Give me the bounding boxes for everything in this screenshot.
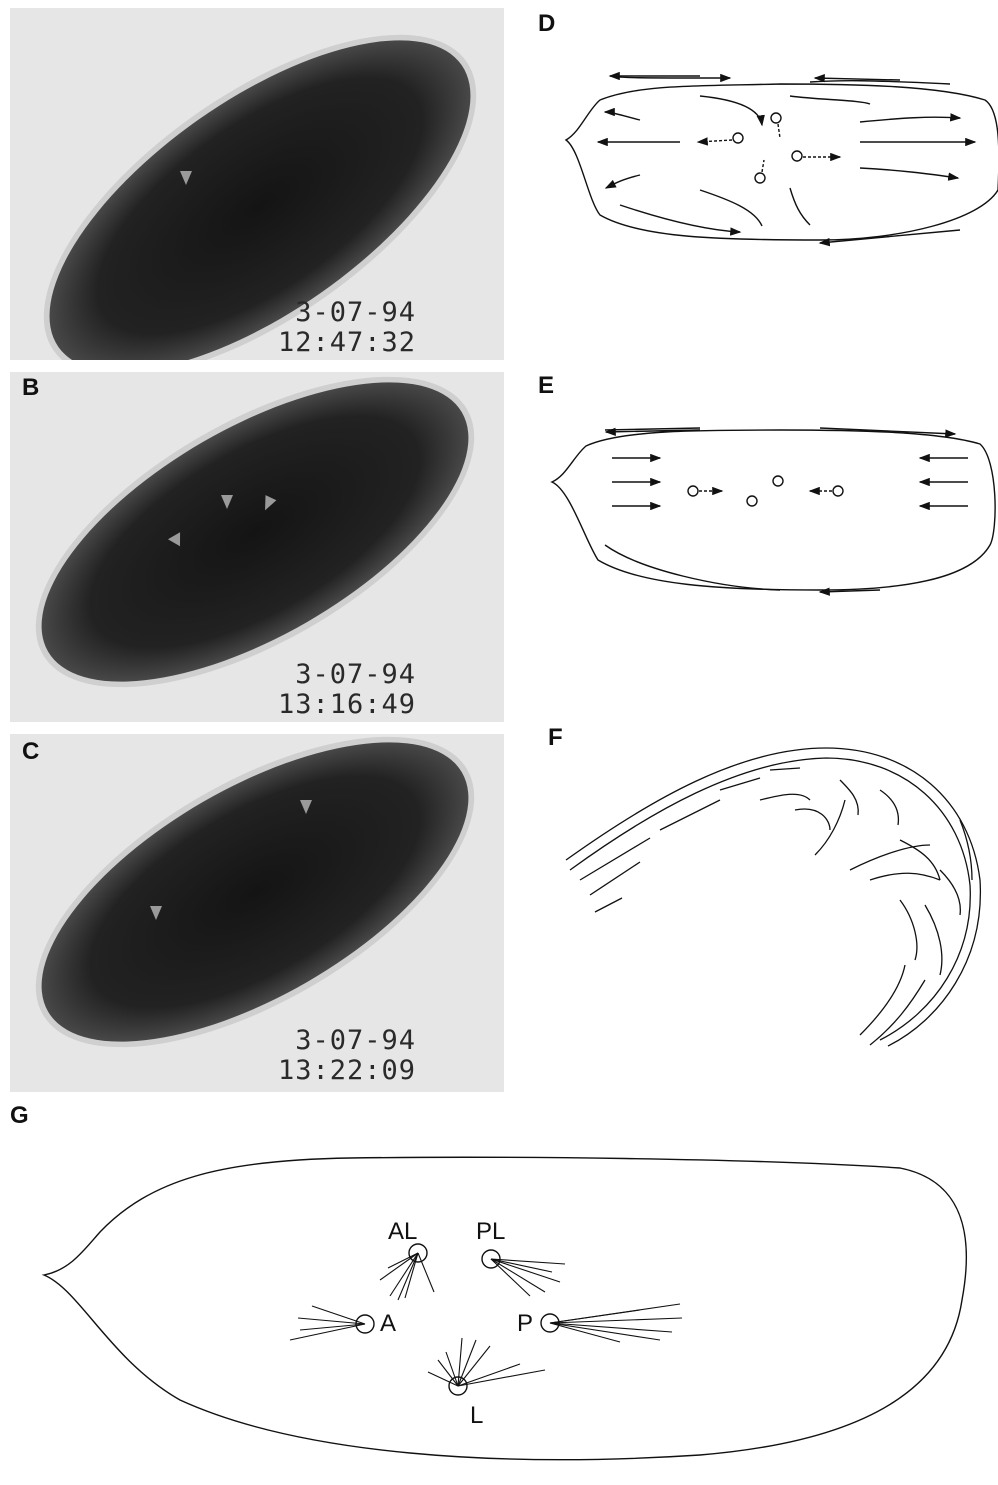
panel-label-g: G [10, 1102, 29, 1130]
panel-label-e: E [538, 372, 554, 400]
panel-label-d: D [538, 10, 555, 38]
panel-label-b: B [22, 374, 39, 402]
panel-label-f: F [548, 724, 563, 752]
marker-label-pl: PL [476, 1218, 505, 1246]
marker-label-l: L [470, 1402, 483, 1430]
marker-label-a: A [380, 1310, 396, 1338]
marker-label-al: AL [388, 1218, 417, 1246]
marker-label-p: P [517, 1310, 533, 1338]
panel-label-c: C [22, 738, 39, 766]
